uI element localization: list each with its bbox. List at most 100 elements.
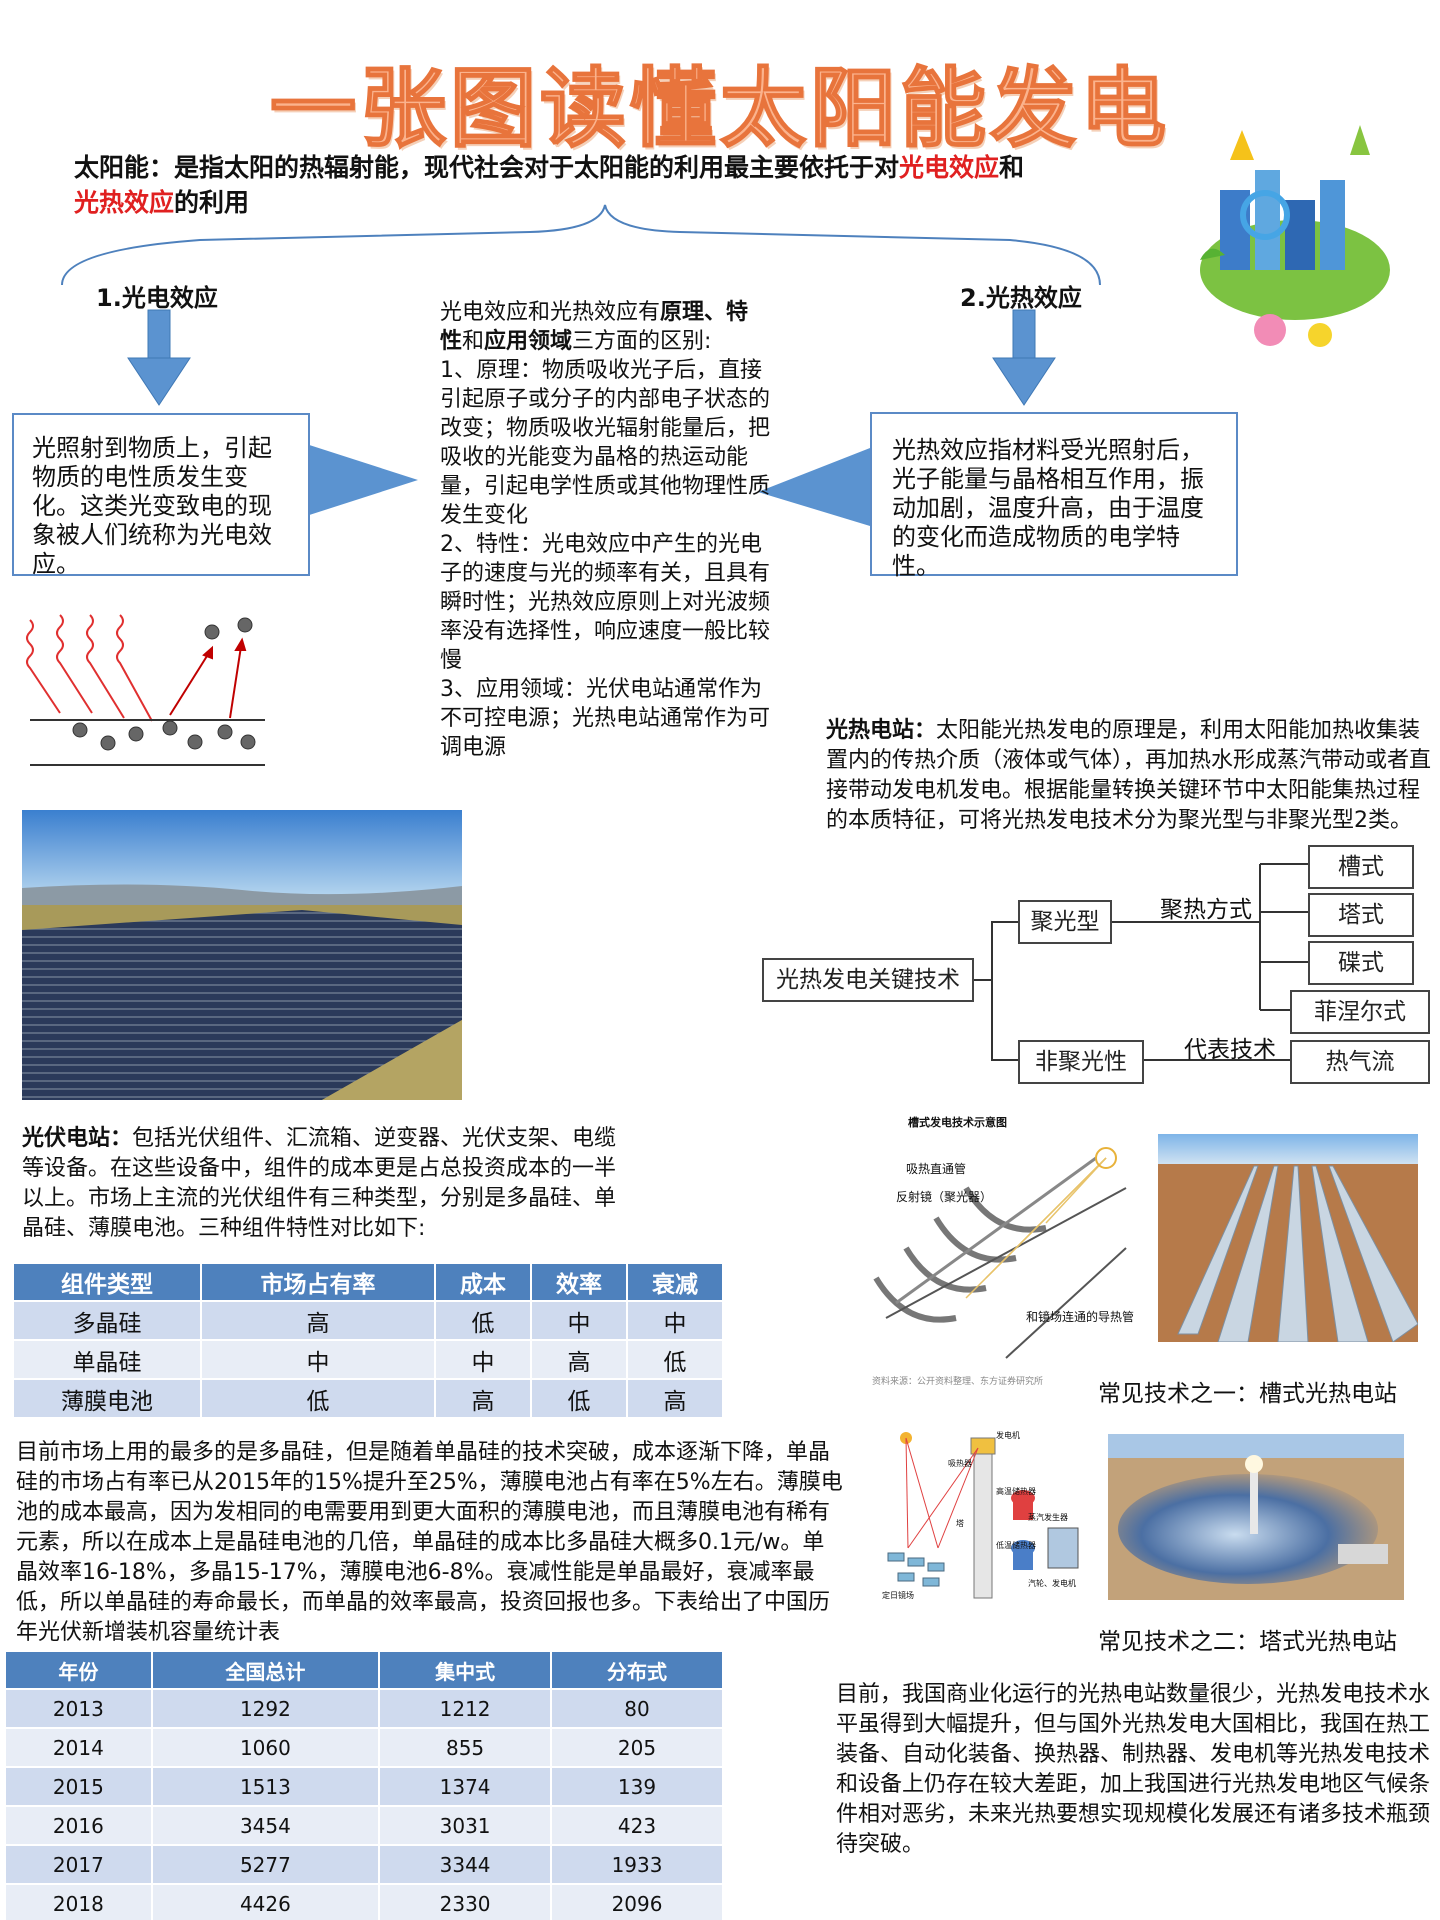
left-pointer-triangle [300,442,418,518]
electron-dot [240,734,256,750]
right-down-arrow-icon [992,309,1056,406]
table-header: 效率 [530,1262,628,1302]
table-cell: 423 [550,1805,724,1846]
pv-station-label: 光伏电站： [22,1126,133,1151]
electron-dot [204,624,220,640]
table-cell: 1060 [150,1727,381,1768]
tree-edge-label-1: 聚热方式 [1160,897,1252,923]
tower-label: 蒸汽发生器 [1028,1513,1068,1522]
electron-path-arrow [229,639,243,719]
table-cell: 中 [626,1300,724,1341]
table-cell: 2016 [4,1805,153,1846]
electron-dot [217,724,233,740]
table-cell: 低 [530,1378,628,1419]
comparison-bold-2: 应用领域 [484,329,573,354]
electron-dot [237,617,253,633]
trough-diagram-title: 槽式发电技术示意图 [908,1116,1007,1129]
intro-highlight-photoelectric: 光电效应 [899,153,1000,182]
pv-station-text: 光伏电站：包括光伏组件、汇流箱、逆变器、光伏支架、电缆等设备。在这些设备中，组件… [22,1124,622,1244]
table-cell: 中 [200,1339,436,1380]
page-title: 一张图读懂太阳能发电 [269,58,1170,160]
table-row: 2015 1513 1374 139 [4,1766,724,1807]
tower-label: 定日镜场 [882,1591,914,1600]
table-cell: 中 [530,1300,628,1341]
table-cell: 低 [200,1378,436,1419]
table-cell: 低 [626,1339,724,1380]
table-header: 衰减 [626,1262,724,1302]
table-header: 年份 [4,1650,153,1690]
intro-highlight-photothermal: 光热效应 [74,188,175,217]
electron-dot [128,726,144,742]
electron-dot [162,720,178,736]
comparison-point-3: 3、应用领域：光伏电站通常作为不可控电源；光热电站通常作为可调电源 [440,677,771,760]
photoelectric-illustration [26,614,265,766]
table-cell: 高 [626,1378,724,1419]
tree-leaf-trough: 槽式 [1308,845,1414,889]
intro-text: 太阳能：是指太阳的热辐射能，现代社会对于太阳能的利用最主要依托于对光电效应和 光… [74,150,1114,220]
trough-diagram: 槽式发电技术示意图 吸热直通管 反射镜（聚光器） 和镜场连通的导热管 资料来源：… [866,1108,1156,1388]
table-cell: 高 [530,1339,628,1380]
right-pointer-triangle [758,448,870,526]
tree-edge-label-2: 代表技术 [1184,1037,1276,1063]
tree-leaf-tower: 塔式 [1308,893,1414,937]
comparison-point-1: 1、原理：物质吸收光子后，直接引起原子或分子的内部电子状态的改变；物质吸收光辐射… [440,358,771,528]
table-header: 集中式 [378,1650,553,1690]
solar-farm-photo [22,810,462,1100]
wavy-light-ray [86,614,125,719]
table-row: 2016 3454 3031 423 [4,1805,724,1846]
csp-station-text: 光热电站：太阳能光热发电的原理是，利用太阳能加热收集装置内的传热介质（液体或气体… [826,716,1432,836]
tree-concentrating: 聚光型 [1018,900,1112,944]
tower-label: 发电机 [996,1431,1020,1440]
table-cell: 1933 [550,1844,724,1885]
trough-illustration [873,1147,1127,1359]
left-down-arrow-icon [127,309,191,406]
table-cell: 205 [550,1727,724,1768]
table-cell: 2330 [378,1883,553,1920]
csp-station-label: 光热电站： [826,718,937,743]
tree-leaf-updraft: 热气流 [1290,1040,1430,1084]
table-cell: 855 [378,1727,553,1768]
table-header-row: 组件类型 市场占有率 成本 效率 衰减 [12,1262,724,1302]
table-header: 全国总计 [150,1650,381,1690]
tower-label: 塔 [956,1519,964,1528]
table-cell: 2096 [550,1883,724,1920]
tree-leaf-fresnel: 菲涅尔式 [1290,990,1430,1034]
table-cell: 1212 [378,1688,553,1729]
table-cell: 高 [434,1378,532,1419]
table-cell: 2013 [4,1688,153,1729]
table-cell: 低 [434,1300,532,1341]
tower-label: 高温储热器 [996,1487,1036,1496]
photoelectric-box: 光照射到物质上，引起物质的电性质发生变化。这类光变致电的现象被人们统称为光电效应… [12,413,310,578]
intro-mid: 和 [999,153,1025,182]
tree-connectors [972,863,1308,1061]
capacity-table: 年份 全国总计 集中式 分布式 2013 1292 1212 80 2014 1… [4,1650,724,1920]
table-header: 成本 [434,1262,532,1302]
caption-tower: 常见技术之二：塔式光热电站 [1098,1629,1397,1655]
tower-label: 吸热器 [948,1459,972,1468]
trough-label-receiver: 吸热直通管 [906,1162,967,1176]
tower-illustration [887,1432,1079,1599]
trough-label-mirror: 反射镜（聚光器） [896,1190,993,1204]
table-row: 多晶硅 高 低 中 中 [12,1300,724,1341]
tree-root: 光热发电关键技术 [762,958,974,1002]
trough-source: 资料来源：公开资料整理、东方证券研究所 [872,1377,1044,1387]
comparison-bold-1: 原理、特性 [440,300,749,354]
heading-photoelectric: 1.光电效应 [96,284,218,312]
tower-diagram: 发电机 高温储热器 蒸汽发生器 低温储热器 汽轮、发电机 定日镜场 吸热器 塔 [878,1428,1098,1608]
trough-plant-photo [1158,1134,1418,1342]
electron-dot [100,735,116,751]
table-cell: 中 [434,1339,532,1380]
comparison-lead-3: 三方面的区别: [572,329,712,354]
table-cell: 2015 [4,1766,153,1807]
table-cell: 5277 [150,1844,381,1885]
sun-icon [1095,1147,1117,1169]
table-cell: 3454 [150,1805,381,1846]
intro-prefix: 太阳能：是指太阳的热辐射能，现代社会对于太阳能的利用最主要依托于对 [74,153,900,182]
table-cell: 2018 [4,1883,153,1920]
table-cell: 2014 [4,1727,153,1768]
eco-city-illustration [1200,125,1390,347]
pv-comparison-table: 组件类型 市场占有率 成本 效率 衰减 多晶硅 高 低 中 中 单晶硅 中 中 … [12,1262,724,1419]
electron-dot [187,734,203,750]
table-row: 2017 5277 3344 1933 [4,1844,724,1885]
market-text: 目前市场上用的最多的是多晶硅，但是随着单晶硅的技术突破，成本逐渐下降，单晶硅的市… [16,1440,843,1645]
